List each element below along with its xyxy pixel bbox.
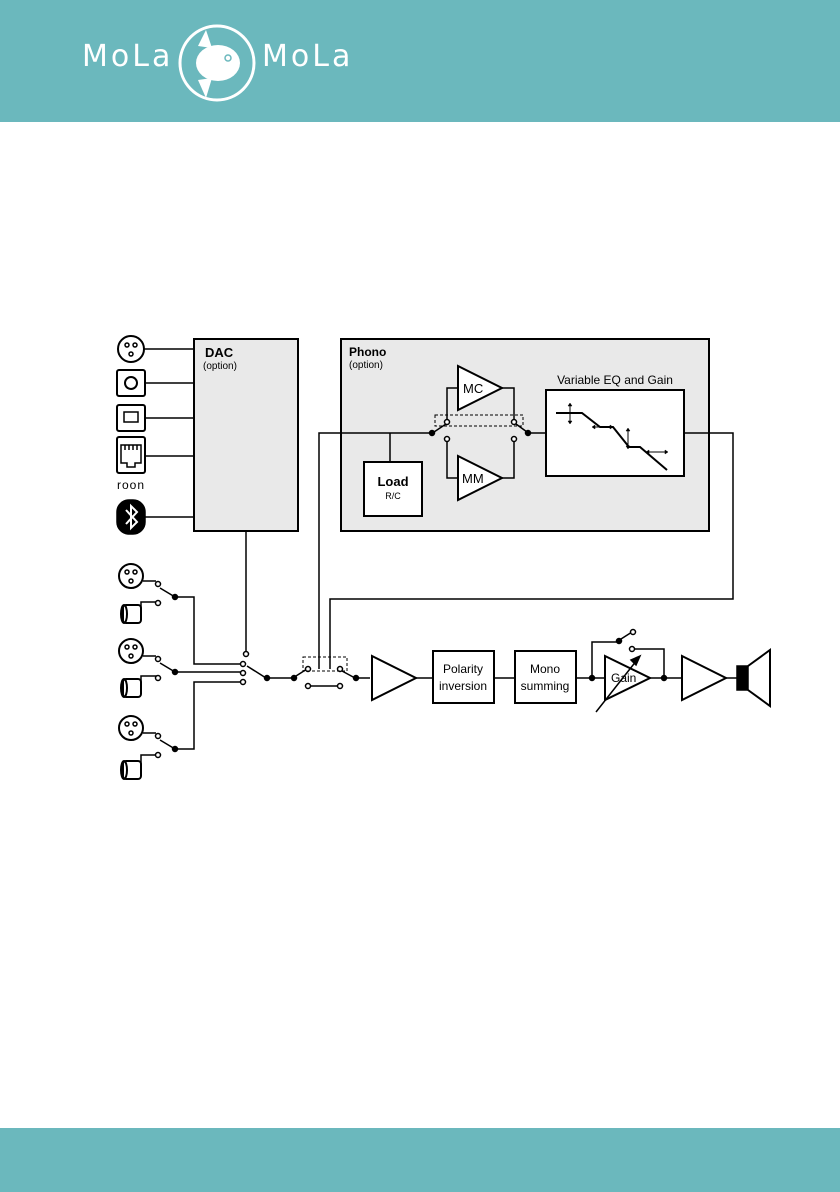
xlr-input-icon xyxy=(119,639,143,663)
input-buffer-amplifier xyxy=(372,656,416,700)
xlr-input-icon xyxy=(119,716,143,740)
mm-label: MM xyxy=(462,471,484,486)
load-title: Load xyxy=(377,474,408,489)
mc-label: MC xyxy=(463,381,483,396)
rca-input-icon xyxy=(121,679,141,697)
rca-input-icon xyxy=(121,761,141,779)
polarity-label-2: inversion xyxy=(439,679,487,693)
gain-label: Gain xyxy=(611,671,636,685)
roon-label: roon xyxy=(117,478,145,492)
eq-box xyxy=(546,390,684,476)
ethernet-input-icon xyxy=(117,437,145,473)
dac-title: DAC xyxy=(205,345,234,360)
polarity-label-1: Polarity xyxy=(443,662,483,676)
mono-summing-box xyxy=(515,651,576,703)
eq-title: Variable EQ and Gain xyxy=(557,373,673,387)
polarity-inversion-box xyxy=(433,651,494,703)
output-amplifier xyxy=(682,656,726,700)
phono-title: Phono xyxy=(349,345,386,359)
bluetooth-icon xyxy=(117,500,145,534)
usb-input-icon xyxy=(117,405,145,431)
mono-label-1: Mono xyxy=(530,662,560,676)
load-subtitle: R/C xyxy=(385,491,401,501)
xlr-input-icon xyxy=(118,336,144,362)
dac-subtitle: (option) xyxy=(203,361,237,372)
mono-label-2: summing xyxy=(521,679,570,693)
xlr-input-icon xyxy=(119,564,143,588)
load-box xyxy=(364,462,422,516)
optical-input-icon xyxy=(117,370,145,396)
rca-input-icon xyxy=(121,605,141,623)
speaker-icon xyxy=(737,650,770,706)
phono-subtitle: (option) xyxy=(349,360,383,371)
